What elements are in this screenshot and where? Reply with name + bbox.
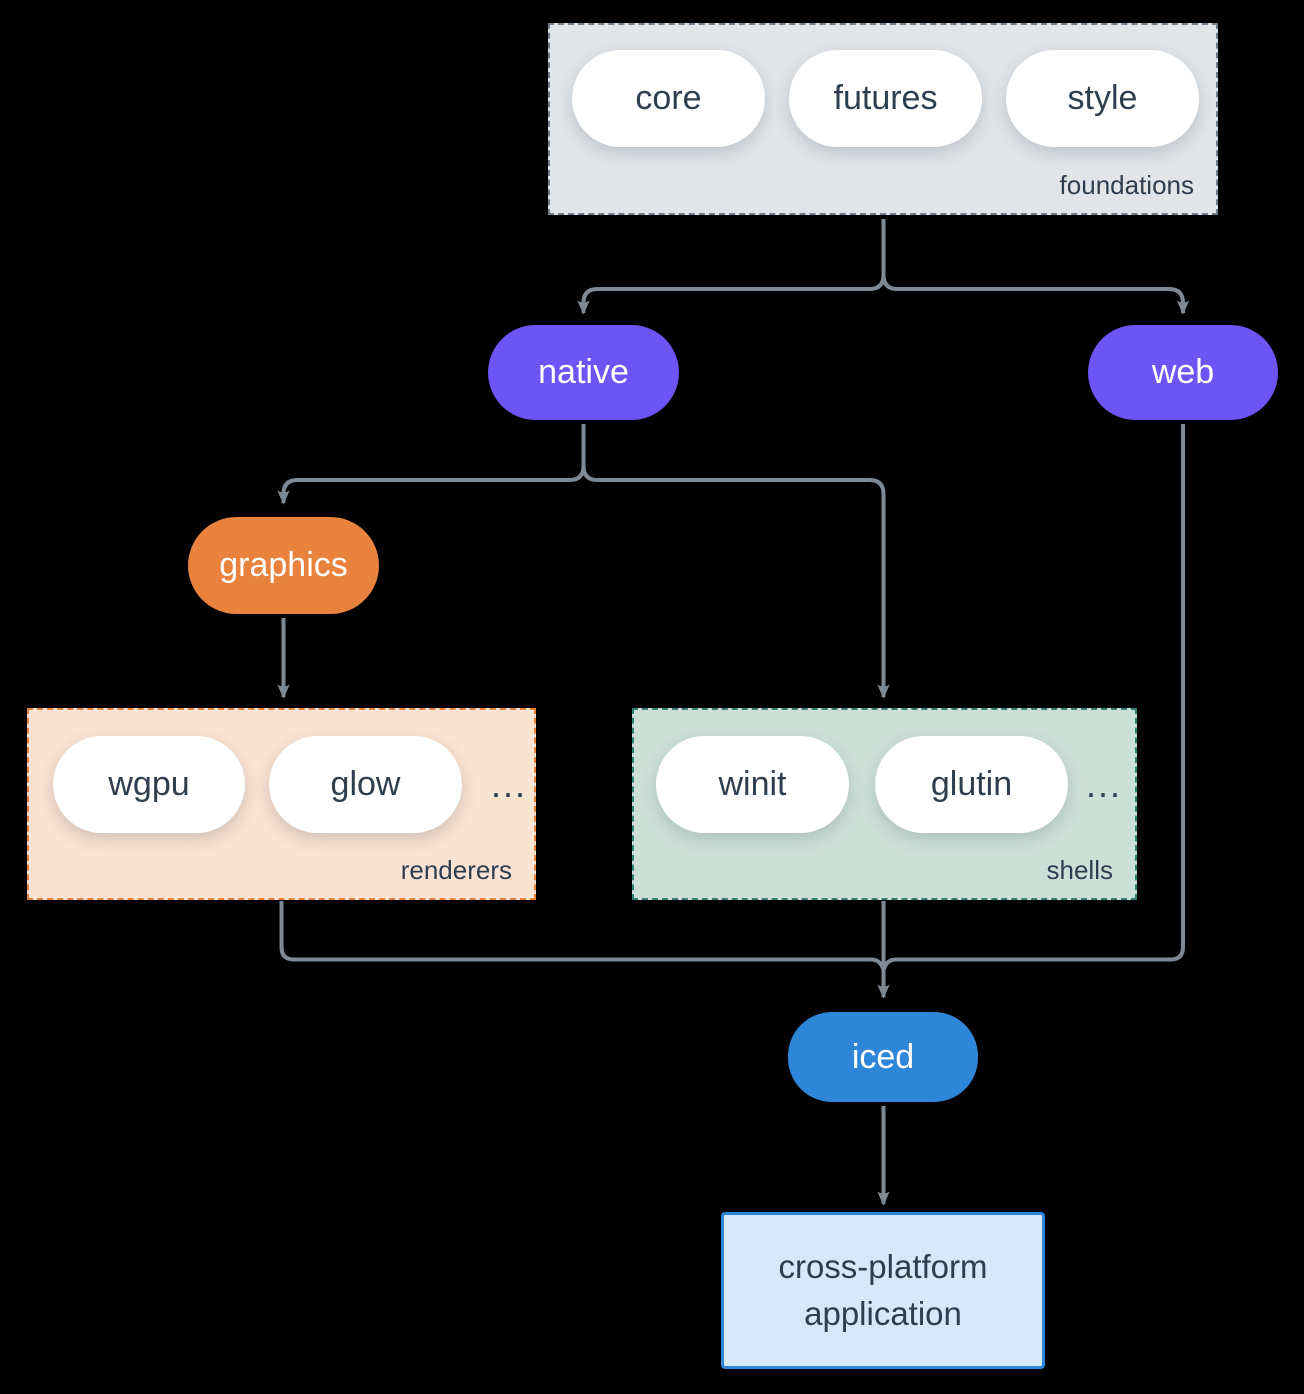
shells-ellipsis: ... <box>1085 763 1122 805</box>
node-native-label: native <box>538 353 629 391</box>
edge-foundations-native <box>577 219 886 315</box>
node-graphics: graphics <box>188 517 379 614</box>
node-iced: iced <box>788 1012 978 1102</box>
node-core-label: core <box>635 79 702 117</box>
node-application-label: cross-platform application <box>778 1247 988 1332</box>
node-futures-label: futures <box>833 79 938 117</box>
node-web: web <box>1088 325 1278 420</box>
foundations-group-label: foundations <box>1059 170 1194 200</box>
node-winit: winit <box>656 736 849 833</box>
node-core: core <box>572 50 765 147</box>
renderers-group: wgpu glow ... renderers <box>27 708 536 900</box>
shells-group: winit glutin ... shells <box>632 708 1137 900</box>
node-glow-label: glow <box>330 765 401 803</box>
shells-group-label: shells <box>1046 855 1113 885</box>
node-application: cross-platform application <box>721 1212 1045 1369</box>
node-graphics-label: graphics <box>219 546 348 584</box>
edge-native-shells <box>581 424 890 699</box>
node-native: native <box>488 325 679 420</box>
node-iced-label: iced <box>851 1037 915 1076</box>
renderers-group-label: renderers <box>400 855 512 885</box>
node-wgpu-label: wgpu <box>108 765 190 803</box>
node-glow: glow <box>269 736 462 833</box>
node-futures: futures <box>789 50 982 147</box>
renderers-ellipsis: ... <box>490 763 527 805</box>
node-style: style <box>1006 50 1199 147</box>
edge-native-graphics <box>277 424 586 505</box>
node-web-label: web <box>1151 353 1215 391</box>
node-glutin-label: glutin <box>930 765 1013 803</box>
node-winit-label: winit <box>718 765 787 803</box>
node-glutin: glutin <box>875 736 1068 833</box>
node-wgpu: wgpu <box>53 736 245 833</box>
foundations-group: core futures style foundations <box>548 23 1218 215</box>
edge-foundations-web <box>881 219 1190 315</box>
node-style-label: style <box>1067 79 1138 117</box>
edge-web-iced <box>881 424 1185 971</box>
edge-renderers-iced <box>279 901 886 971</box>
